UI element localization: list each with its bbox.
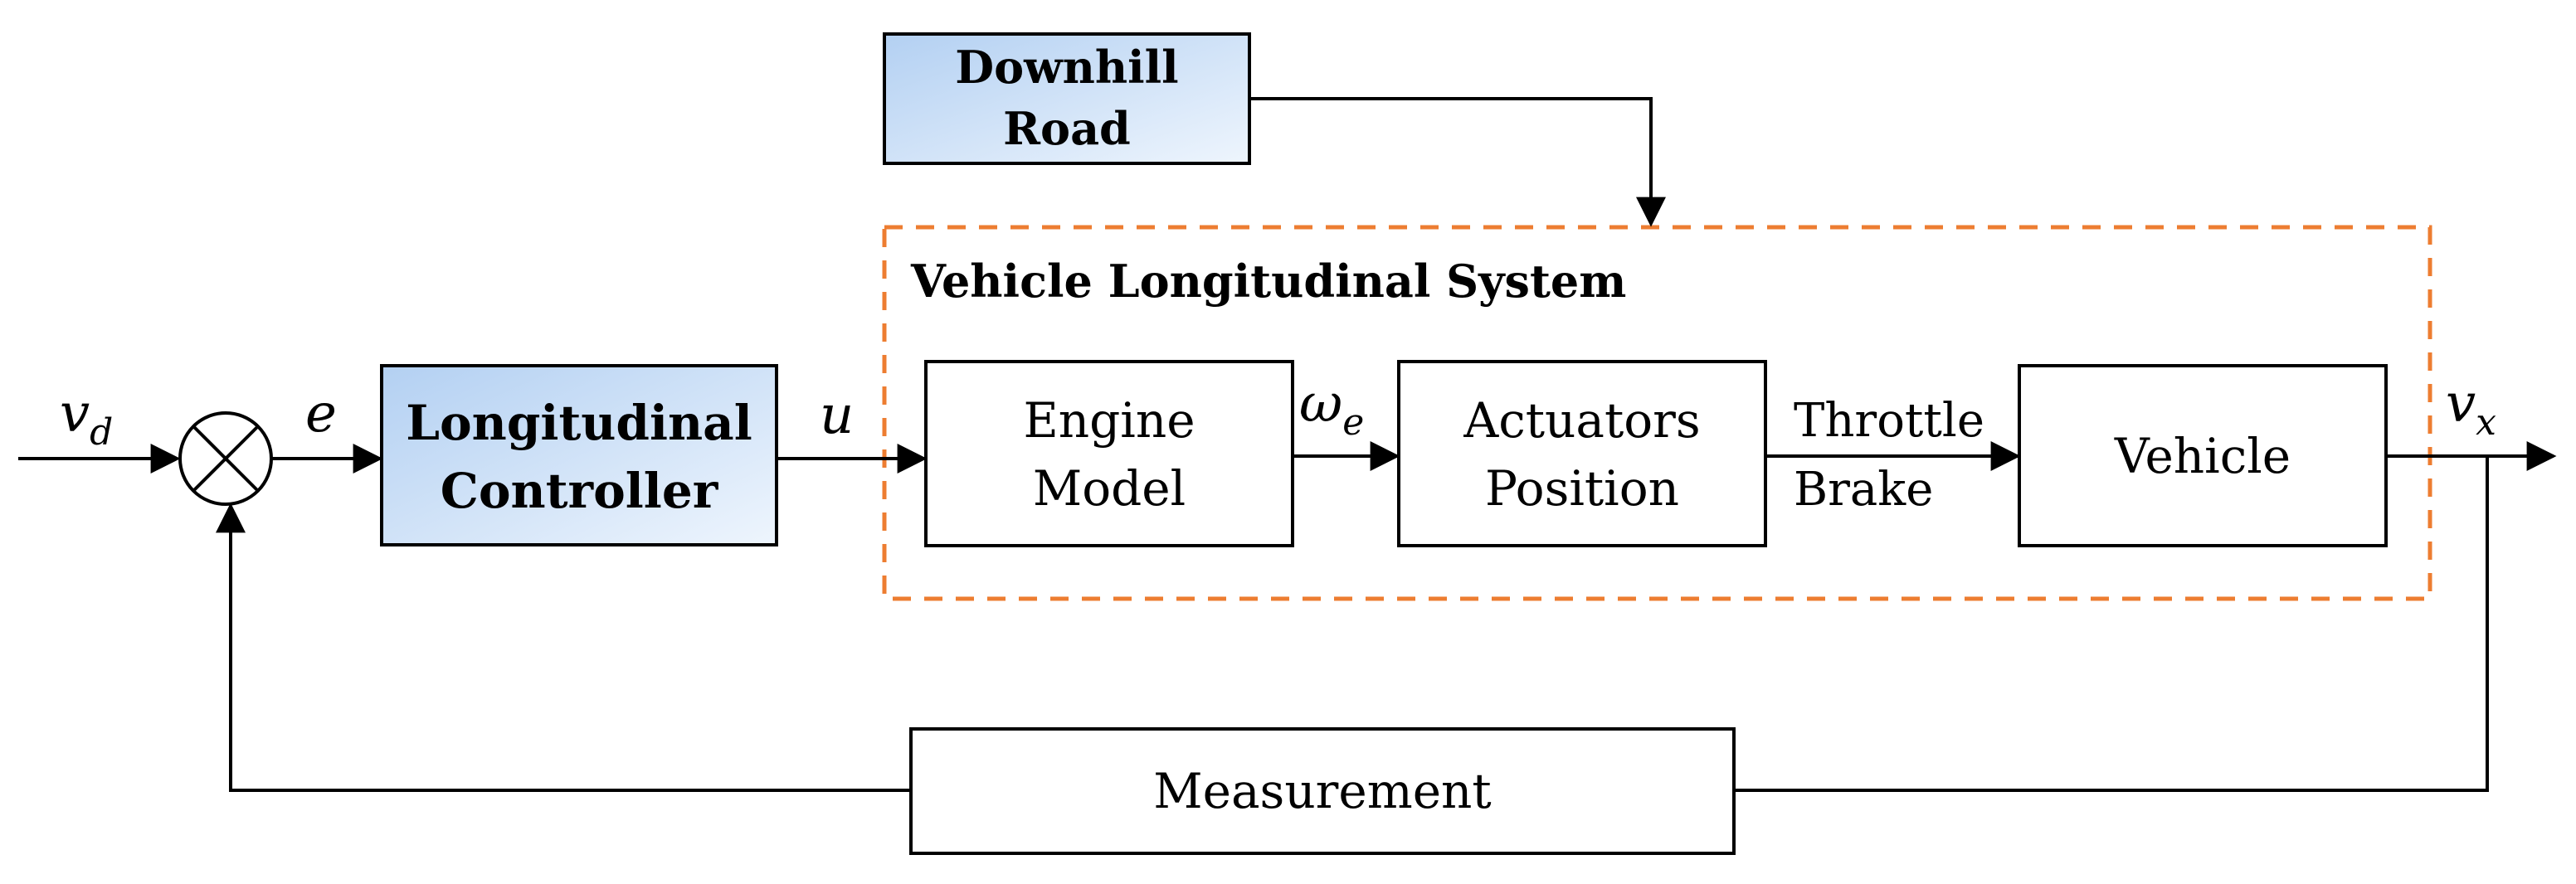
controller-line1: Longitudinal	[406, 395, 752, 451]
actuators-line1: Actuators	[1463, 392, 1700, 449]
downhill-road-block: Downhill Road	[883, 32, 1251, 165]
signal-u: u	[820, 385, 854, 446]
signal-vd: vd	[60, 383, 113, 454]
downhill-road-line2: Road	[1003, 102, 1131, 155]
controller-block: Longitudinal Controller	[380, 364, 778, 546]
signal-e: e	[305, 383, 337, 444]
signal-omega-e: ωe	[1299, 373, 1364, 444]
disturbance-arrow	[1249, 97, 1666, 227]
vehicle-block: Vehicle	[2018, 364, 2388, 547]
downhill-road-line1: Downhill	[955, 41, 1178, 94]
engine-model-line1: Engine	[1023, 392, 1195, 449]
signal-throttle: Throttle	[1794, 394, 1984, 448]
signal-vx: vx	[2446, 373, 2496, 444]
summing-junction	[178, 411, 273, 506]
engine-model-block: Engine Model	[924, 360, 1294, 547]
vehicle-label: Vehicle	[2114, 428, 2291, 484]
controller-line2: Controller	[441, 463, 719, 519]
measurement-label: Measurement	[1153, 763, 1491, 819]
feedback-line-right	[1734, 456, 2489, 792]
system-group-border	[882, 225, 2432, 601]
actuators-line2: Position	[1485, 460, 1679, 517]
system-group-title: Vehicle Longitudinal System	[910, 255, 1626, 308]
actuators-block: Actuators Position	[1397, 360, 1767, 547]
measurement-block: Measurement	[909, 727, 1736, 855]
signal-brake: Brake	[1794, 463, 1933, 517]
feedback-arrow	[216, 503, 911, 792]
engine-model-line2: Model	[1033, 460, 1186, 517]
